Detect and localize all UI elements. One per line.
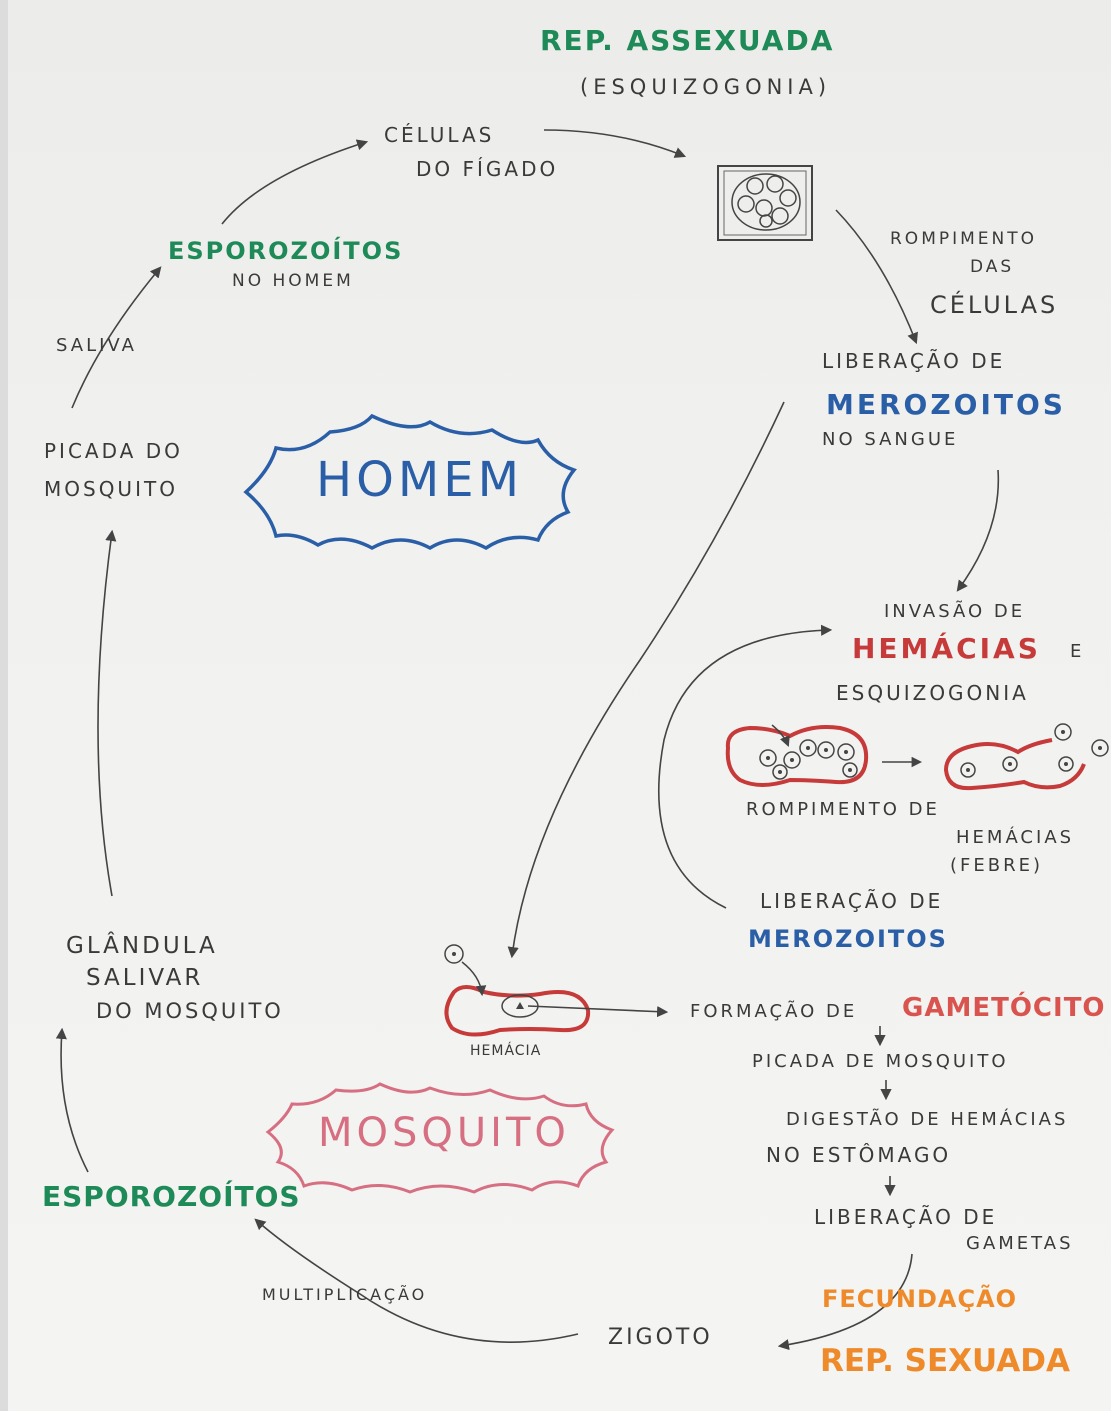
rupture-cells-line2: DAS bbox=[970, 257, 1015, 277]
invasion-line3: ESQUIZOGONIA bbox=[836, 681, 1029, 705]
paper-background bbox=[8, 0, 1111, 1411]
invasion-line1: INVASÃO DE bbox=[884, 601, 1026, 622]
mosquito-bite-2: PICADA DE MOSQUITO bbox=[752, 1051, 1009, 1072]
release-merozoites-line1: LIBERAÇÃO DE bbox=[760, 889, 944, 913]
gamete-release-line2: GAMETAS bbox=[966, 1233, 1074, 1254]
human-badge-shape bbox=[243, 413, 577, 551]
release-merozoites-blood-line3: NO SANGUE bbox=[822, 429, 959, 450]
mosquito-badge-shape bbox=[265, 1082, 615, 1194]
merozoites-blood-label: MEROZOITOS bbox=[826, 388, 1066, 421]
digestion-line2: NO ESTÔMAGO bbox=[766, 1143, 952, 1167]
title-sexual: REP. SEXUADA bbox=[820, 1343, 1070, 1379]
liver-cells-line2: DO FÍGADO bbox=[416, 157, 559, 181]
digestion-line1: DIGESTÃO DE HEMÁCIAS bbox=[786, 1109, 1069, 1130]
invasion-rbc-label: HEMÁCIAS bbox=[852, 632, 1041, 665]
rbc-schizont-drawing bbox=[725, 724, 869, 787]
rupture-rbc-line1: ROMPIMENTO DE bbox=[746, 799, 940, 820]
liver-schizont-drawing bbox=[717, 165, 813, 241]
zygote-label: ZIGOTO bbox=[608, 1325, 713, 1350]
gamete-release-line1: LIBERAÇÃO DE bbox=[814, 1205, 998, 1229]
salivary-gland-line2: SALIVAR bbox=[86, 965, 204, 991]
title-asexual: REP. ASSEXUADA bbox=[540, 24, 835, 57]
multiplication-label: MULTIPLICAÇÃO bbox=[262, 1285, 428, 1304]
rupture-rbc-line2: HEMÁCIAS bbox=[956, 827, 1075, 848]
rbc-rupture-drawing bbox=[943, 723, 1109, 791]
salivary-gland-line3: DO MOSQUITO bbox=[96, 999, 284, 1023]
human-label: HOMEM bbox=[316, 452, 524, 508]
sporozoites-human-sub: NO HOMEM bbox=[232, 271, 354, 291]
invasion-and: E bbox=[1070, 641, 1085, 662]
rbc-label: HEMÁCIA bbox=[470, 1043, 542, 1059]
sporozoites-label: ESPOROZOÍTOS bbox=[42, 1180, 301, 1213]
cycle-arrows bbox=[55, 129, 1000, 1351]
sporozoites-human-label: ESPOROZOÍTOS bbox=[168, 237, 404, 265]
saliva-label: SALIVA bbox=[56, 335, 137, 356]
rupture-rbc-line3: (FEBRE) bbox=[950, 855, 1043, 876]
mosquito-label: MOSQUITO bbox=[318, 1110, 570, 1156]
rupture-cells-line3: CÉLULAS bbox=[930, 291, 1059, 319]
merozoites-label: MEROZOITOS bbox=[748, 925, 948, 953]
rbc-gametocyte-drawing bbox=[444, 944, 591, 1037]
release-merozoites-blood-line1: LIBERAÇÃO DE bbox=[822, 349, 1006, 373]
liver-cells-line1: CÉLULAS bbox=[384, 123, 495, 147]
salivary-gland-line1: GLÂNDULA bbox=[66, 933, 218, 959]
subtitle-asexual: (ESQUIZOGONIA) bbox=[580, 75, 832, 99]
gametocyte-label: GAMETÓCITO bbox=[902, 993, 1106, 1023]
gametocyte-line1: FORMAÇÃO DE bbox=[690, 1001, 858, 1022]
fertilization-label: FECUNDAÇÃO bbox=[822, 1285, 1018, 1313]
mosquito-bite-line1: PICADA DO bbox=[44, 439, 183, 463]
rupture-cells-line1: ROMPIMENTO bbox=[890, 229, 1038, 249]
mosquito-bite-line2: MOSQUITO bbox=[44, 477, 178, 501]
